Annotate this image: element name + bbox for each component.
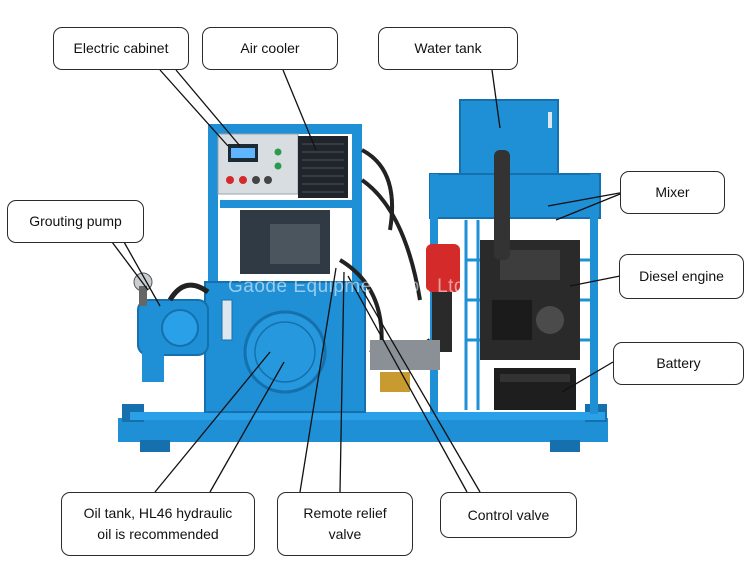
- callout-remote-relief-valve: Remote relief valve: [277, 492, 413, 556]
- control-valve-block: [370, 340, 440, 392]
- callout-control-valve: Control valve: [440, 492, 577, 538]
- callout-battery: Battery: [613, 342, 744, 385]
- callout-water-tank: Water tank: [378, 27, 518, 70]
- callout-oil-tank: Oil tank, HL46 hydraulic oil is recommen…: [61, 492, 255, 556]
- diesel-engine: [480, 150, 580, 360]
- battery-unit: [494, 368, 576, 410]
- hydraulic-frame: [208, 124, 362, 304]
- callout-electric-cabinet: Electric cabinet: [53, 27, 189, 70]
- radiator: [426, 244, 460, 352]
- callout-diesel-engine: Diesel engine: [619, 254, 744, 299]
- oil-tank: [204, 281, 366, 413]
- air-cooler: [298, 136, 348, 198]
- grouting-pump: [133, 272, 210, 382]
- callout-grouting-pump: Grouting pump: [7, 200, 144, 243]
- leader-lines: [111, 69, 626, 493]
- callout-mixer: Mixer: [620, 171, 725, 214]
- callout-air-cooler: Air cooler: [202, 27, 338, 70]
- electric-cabinet: [217, 133, 299, 195]
- watermark-text: Gaode Equipment Co., Ltd: [228, 276, 465, 297]
